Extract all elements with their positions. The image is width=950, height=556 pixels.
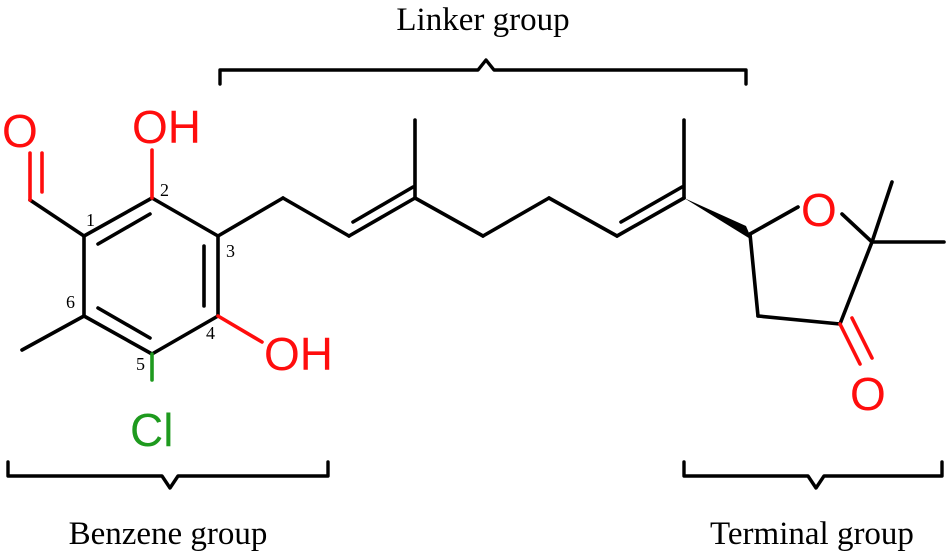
linker-bracket — [218, 58, 748, 86]
chlorine-label: Cl — [130, 404, 173, 456]
terminal-bracket — [682, 460, 944, 490]
wedge-bond — [684, 198, 752, 240]
aldehyde-oxygen-label: O — [2, 105, 38, 157]
oh-bottom-label: OH — [264, 328, 333, 380]
terminal-ring — [748, 180, 946, 366]
benzene-bracket — [6, 460, 330, 490]
locant-5: 5 — [136, 354, 145, 374]
linker-chain — [216, 118, 686, 238]
ketone-oxygen-label: O — [850, 368, 886, 420]
oh-bottom-bond — [216, 314, 264, 344]
ring-oxygen-label: O — [801, 184, 837, 236]
benzene-ring — [82, 196, 220, 356]
locant-1: 1 — [86, 210, 95, 230]
locant-3: 3 — [226, 241, 235, 261]
locant-4: 4 — [206, 323, 215, 343]
aldehyde-group — [28, 151, 86, 238]
oh-top-label: OH — [132, 101, 201, 153]
terminal-group-label: Terminal group — [710, 516, 914, 552]
locant-6: 6 — [66, 292, 75, 312]
benzene-group-label: Benzene group — [69, 516, 268, 552]
methyl-bond — [20, 314, 86, 352]
linker-group-label: Linker group — [396, 2, 569, 38]
locant-2: 2 — [160, 180, 169, 200]
